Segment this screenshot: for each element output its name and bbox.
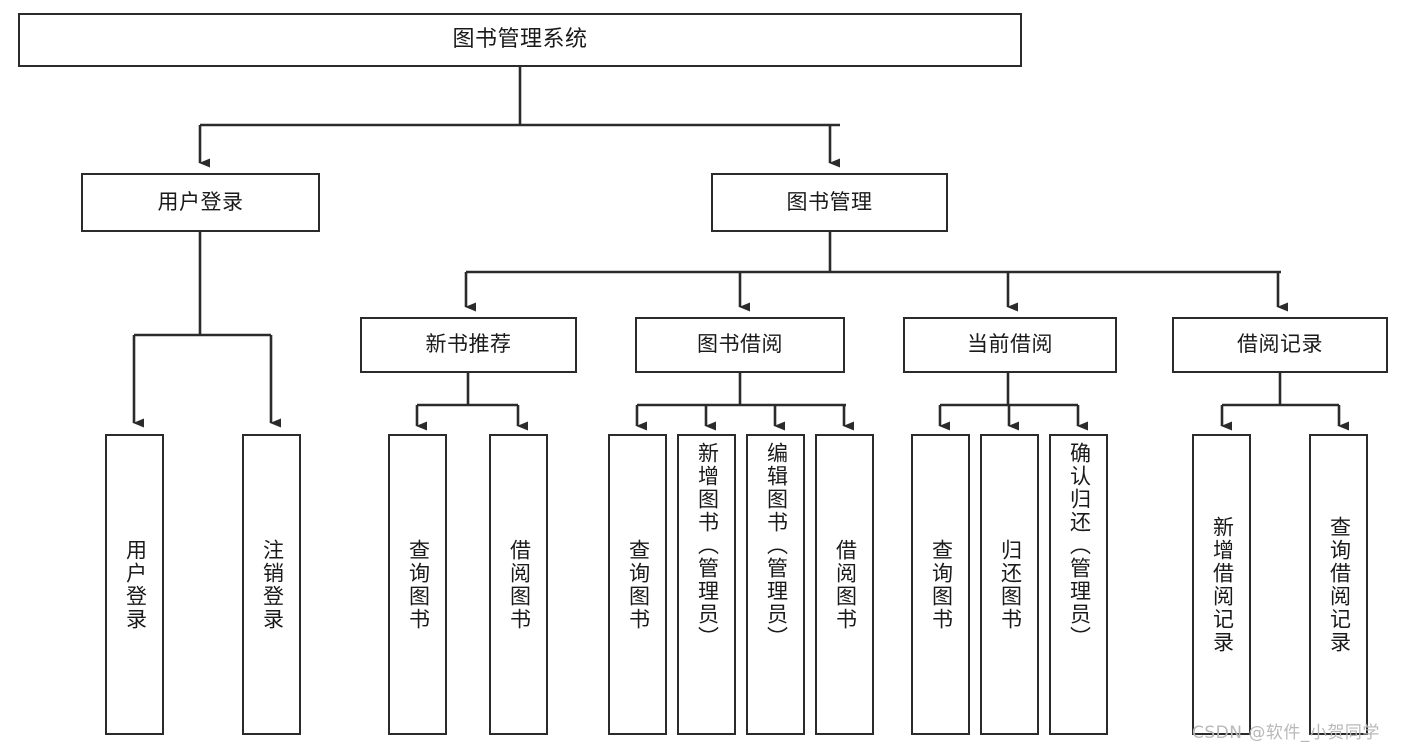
node-user-login[interactable]: 用户登录 — [81, 173, 320, 232]
node-leaf-user-logout[interactable]: 注销登录 — [242, 434, 301, 735]
node-new-book-recommend[interactable]: 新书推荐 — [360, 317, 577, 373]
node-leaf-query-book-3-label: 查询图书 — [929, 538, 954, 631]
node-leaf-confirm-return-label: 确认归还（管理员） — [1067, 442, 1092, 649]
node-root-system-label: 图书管理系统 — [452, 26, 588, 52]
node-leaf-query-book-1[interactable]: 查询图书 — [388, 434, 447, 735]
node-leaf-borrow-book-1-label: 借阅图书 — [507, 538, 532, 631]
node-leaf-borrow-book-2[interactable]: 借阅图书 — [815, 434, 874, 735]
node-leaf-confirm-return[interactable]: 确认归还（管理员） — [1049, 434, 1108, 735]
node-book-borrow[interactable]: 图书借阅 — [635, 317, 845, 373]
node-leaf-user-login[interactable]: 用户登录 — [105, 434, 164, 735]
node-leaf-borrow-book-1[interactable]: 借阅图书 — [489, 434, 548, 735]
node-leaf-return-book-label: 归还图书 — [998, 538, 1023, 631]
node-new-book-recommend-label: 新书推荐 — [425, 332, 512, 357]
node-book-management-label: 图书管理 — [786, 189, 873, 214]
node-leaf-query-record[interactable]: 查询借阅记录 — [1309, 434, 1368, 735]
node-leaf-user-login-label: 用户登录 — [123, 538, 148, 631]
node-user-login-label: 用户登录 — [157, 189, 244, 214]
node-leaf-add-book[interactable]: 新增图书（管理员） — [677, 434, 736, 735]
node-borrow-record-label: 借阅记录 — [1237, 332, 1323, 357]
node-leaf-query-book-2[interactable]: 查询图书 — [608, 434, 667, 735]
node-leaf-add-record-label: 新增借阅记录 — [1210, 515, 1235, 654]
node-leaf-query-book-3[interactable]: 查询图书 — [911, 434, 970, 735]
node-borrow-record[interactable]: 借阅记录 — [1172, 317, 1388, 373]
node-leaf-add-book-label: 新增图书（管理员） — [695, 442, 720, 649]
csdn-watermark: CSDN @软件_小贺同学 — [1192, 723, 1380, 743]
node-leaf-query-book-1-label: 查询图书 — [406, 538, 431, 631]
node-leaf-add-record[interactable]: 新增借阅记录 — [1192, 434, 1251, 735]
node-book-borrow-label: 图书借阅 — [697, 332, 783, 357]
node-leaf-query-record-label: 查询借阅记录 — [1327, 515, 1352, 654]
node-leaf-edit-book[interactable]: 编辑图书（管理员） — [746, 434, 805, 735]
node-current-borrow[interactable]: 当前借阅 — [903, 317, 1117, 373]
node-leaf-borrow-book-2-label: 借阅图书 — [833, 538, 858, 631]
node-leaf-edit-book-label: 编辑图书（管理员） — [764, 442, 789, 649]
node-current-borrow-label: 当前借阅 — [967, 332, 1053, 357]
node-root-system[interactable]: 图书管理系统 — [18, 13, 1022, 67]
node-book-management[interactable]: 图书管理 — [711, 173, 948, 232]
node-leaf-query-book-2-label: 查询图书 — [626, 538, 651, 631]
node-leaf-user-logout-label: 注销登录 — [260, 538, 285, 631]
node-leaf-return-book[interactable]: 归还图书 — [980, 434, 1039, 735]
